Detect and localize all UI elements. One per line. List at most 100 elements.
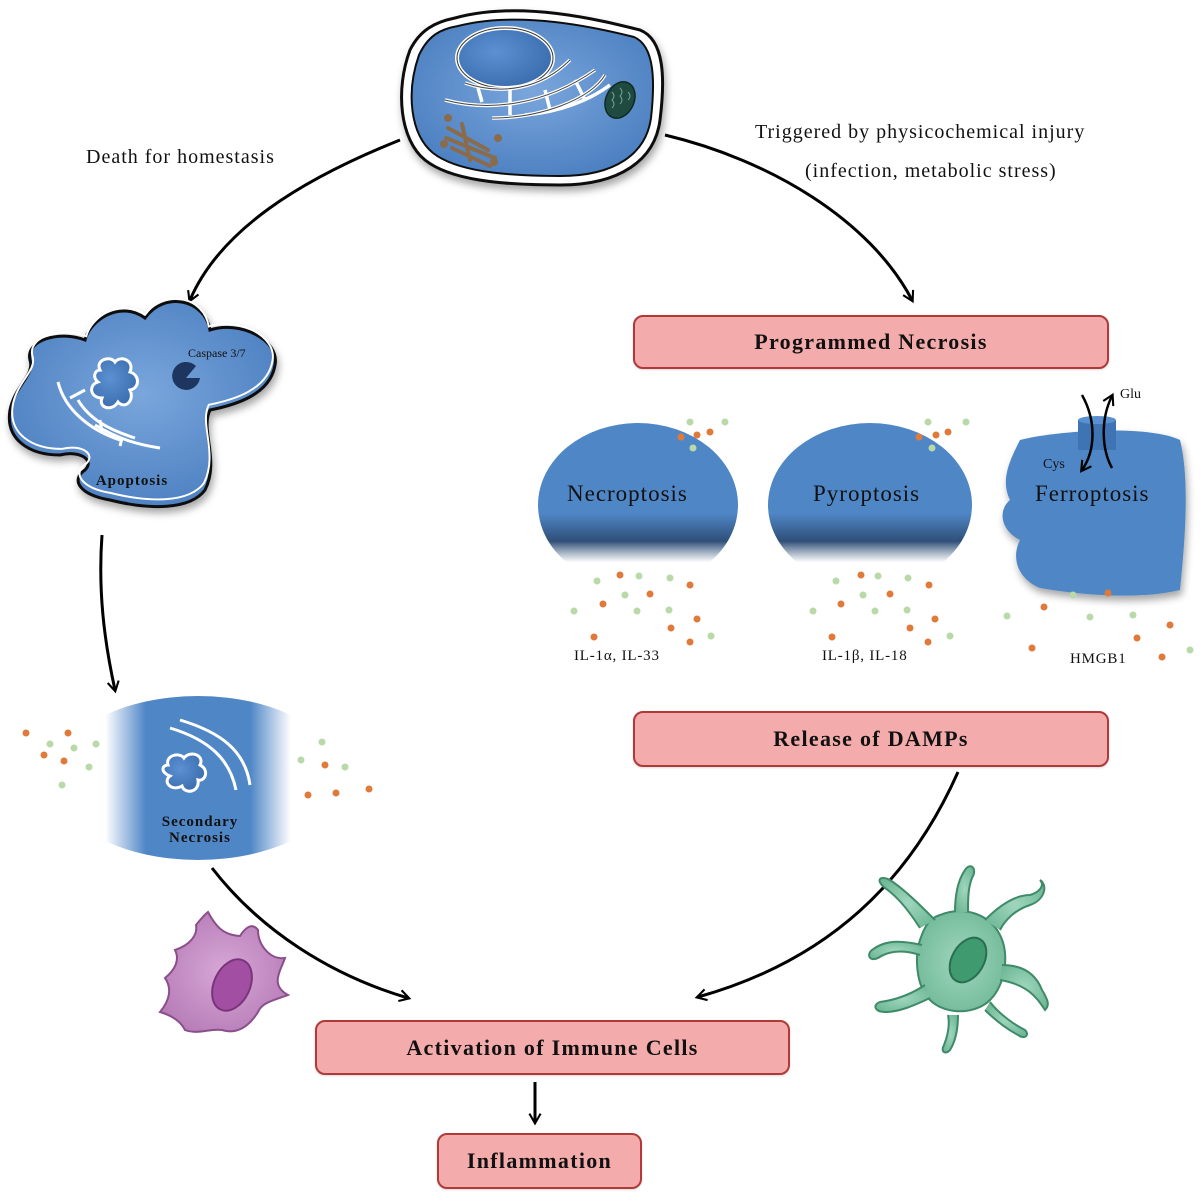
damp-dot-orange <box>925 581 933 589</box>
damp-dot-green <box>70 744 78 752</box>
damp-dot-green <box>665 606 673 614</box>
damp-dot-orange <box>365 785 373 793</box>
damp-dot-orange <box>304 791 312 799</box>
damp-dot-green <box>341 763 349 771</box>
damp-dot-orange <box>686 581 694 589</box>
damp-dot-orange <box>857 571 865 579</box>
damp-dot-orange <box>677 433 685 441</box>
damp-dot-green <box>85 763 93 771</box>
transporter-icon <box>1078 420 1116 450</box>
damp-dot-green <box>871 607 879 615</box>
damp-dot-orange <box>924 638 932 646</box>
cys-label: Cys <box>1043 457 1065 472</box>
glu-label: Glu <box>1120 387 1141 402</box>
damp-dot-orange <box>931 615 939 623</box>
damp-dot-green <box>903 606 911 614</box>
damp-dot-green <box>92 740 100 748</box>
damp-dot-orange <box>693 615 701 623</box>
glu-arrow <box>1102 392 1115 469</box>
damp-dot-green <box>1003 612 1011 620</box>
inflammation-box: Inflammation <box>437 1133 642 1189</box>
damp-dot-orange <box>828 633 836 641</box>
damp-dot-green <box>962 418 970 426</box>
damp-dot-green <box>1129 611 1137 619</box>
damp-dot-orange <box>590 633 598 641</box>
mitochondrion-icon <box>604 81 636 119</box>
damp-dot-orange <box>332 789 340 797</box>
necroptosis-cell <box>538 400 760 587</box>
damp-dot-orange <box>906 624 914 632</box>
ferroptosis-cell <box>1002 430 1186 596</box>
arrow-to-programmed-necrosis <box>664 133 915 304</box>
arrow-secondary-to-activation <box>210 867 412 1003</box>
damp-dot-green <box>904 574 912 582</box>
damp-dot-green <box>1069 591 1077 599</box>
ferroptosis-damps-label: HMGB1 <box>1070 651 1127 667</box>
pyroptosis-damps-label: IL-1β, IL-18 <box>822 648 908 664</box>
damp-dot-orange <box>932 431 940 439</box>
pyroptosis-cell <box>768 400 990 587</box>
damp-dot-green <box>946 632 954 640</box>
apoptotic-cell <box>7 297 277 508</box>
damp-dot-green <box>721 418 729 426</box>
damp-dot-green <box>621 591 629 599</box>
damp-particles <box>22 418 1194 799</box>
macrophage-cell <box>158 910 291 1033</box>
damp-dot-green <box>928 444 936 452</box>
damp-dot-orange <box>886 590 894 598</box>
damp-dot-orange <box>686 638 694 646</box>
damp-dot-green <box>924 418 932 426</box>
fragmented-nucleus-icon <box>90 357 139 410</box>
damp-dot-orange <box>321 761 329 769</box>
damp-dot-orange <box>837 600 845 608</box>
caspase-label: Caspase 3/7 <box>188 346 246 360</box>
damp-dot-orange <box>1028 644 1036 652</box>
damp-dot-green <box>46 740 54 748</box>
caspase-icon <box>172 361 200 390</box>
damp-dot-green <box>689 444 697 452</box>
damp-dot-orange <box>40 751 48 759</box>
golgi-apparatus-icon <box>440 114 502 168</box>
damp-dot-green <box>297 756 305 764</box>
damp-dot-orange <box>64 729 72 737</box>
damp-dot-orange <box>1040 603 1048 611</box>
arrow-to-apoptosis <box>187 138 401 304</box>
secondary-necrosis-label-1: Secondary <box>162 814 239 830</box>
damp-dot-orange <box>915 433 923 441</box>
caption-death-homeostasis: Death for homestasis <box>86 146 275 168</box>
arrow-damps-to-activation <box>694 771 960 1002</box>
damp-dot-orange <box>667 624 675 632</box>
ferroptosis-label: Ferroptosis <box>1035 481 1150 506</box>
damp-dot-orange <box>1166 621 1174 629</box>
endoplasmic-reticulum-outline <box>444 59 606 119</box>
damp-dot-green <box>1186 646 1194 654</box>
activation-immune-cells-box: Activation of Immune Cells <box>315 1020 790 1075</box>
damp-dot-green <box>318 738 326 746</box>
damp-dot-orange <box>60 757 68 765</box>
damp-dot-orange <box>599 600 607 608</box>
damp-dot-green <box>666 574 674 582</box>
damp-dot-orange <box>706 428 714 436</box>
apoptosis-er-icon <box>56 381 161 450</box>
damp-dot-orange <box>646 590 654 598</box>
release-damps-box: Release of DAMPs <box>633 711 1109 767</box>
necroptosis-label: Necroptosis <box>567 481 688 506</box>
damp-dot-green <box>809 607 817 615</box>
damp-dot-orange <box>1133 634 1141 642</box>
damp-dot-green <box>874 572 882 580</box>
damp-dot-green <box>633 607 641 615</box>
damp-dot-green <box>58 781 66 789</box>
damp-dot-orange <box>1104 589 1112 597</box>
damp-dot-green <box>593 577 601 585</box>
damp-dot-green <box>570 607 578 615</box>
damp-dot-orange <box>616 571 624 579</box>
arrow-to-secondary-necrosis <box>99 534 120 694</box>
damp-dot-orange <box>1158 653 1166 661</box>
pyroptosis-label: Pyroptosis <box>813 481 921 506</box>
necroptosis-damps-label: IL-1α, IL-33 <box>574 648 660 664</box>
programmed-necrosis-box: Programmed Necrosis <box>633 315 1109 369</box>
damp-dot-green <box>859 591 867 599</box>
damp-dot-green <box>832 577 840 585</box>
secondary-necrosis-label-2: Necrosis <box>169 830 231 846</box>
